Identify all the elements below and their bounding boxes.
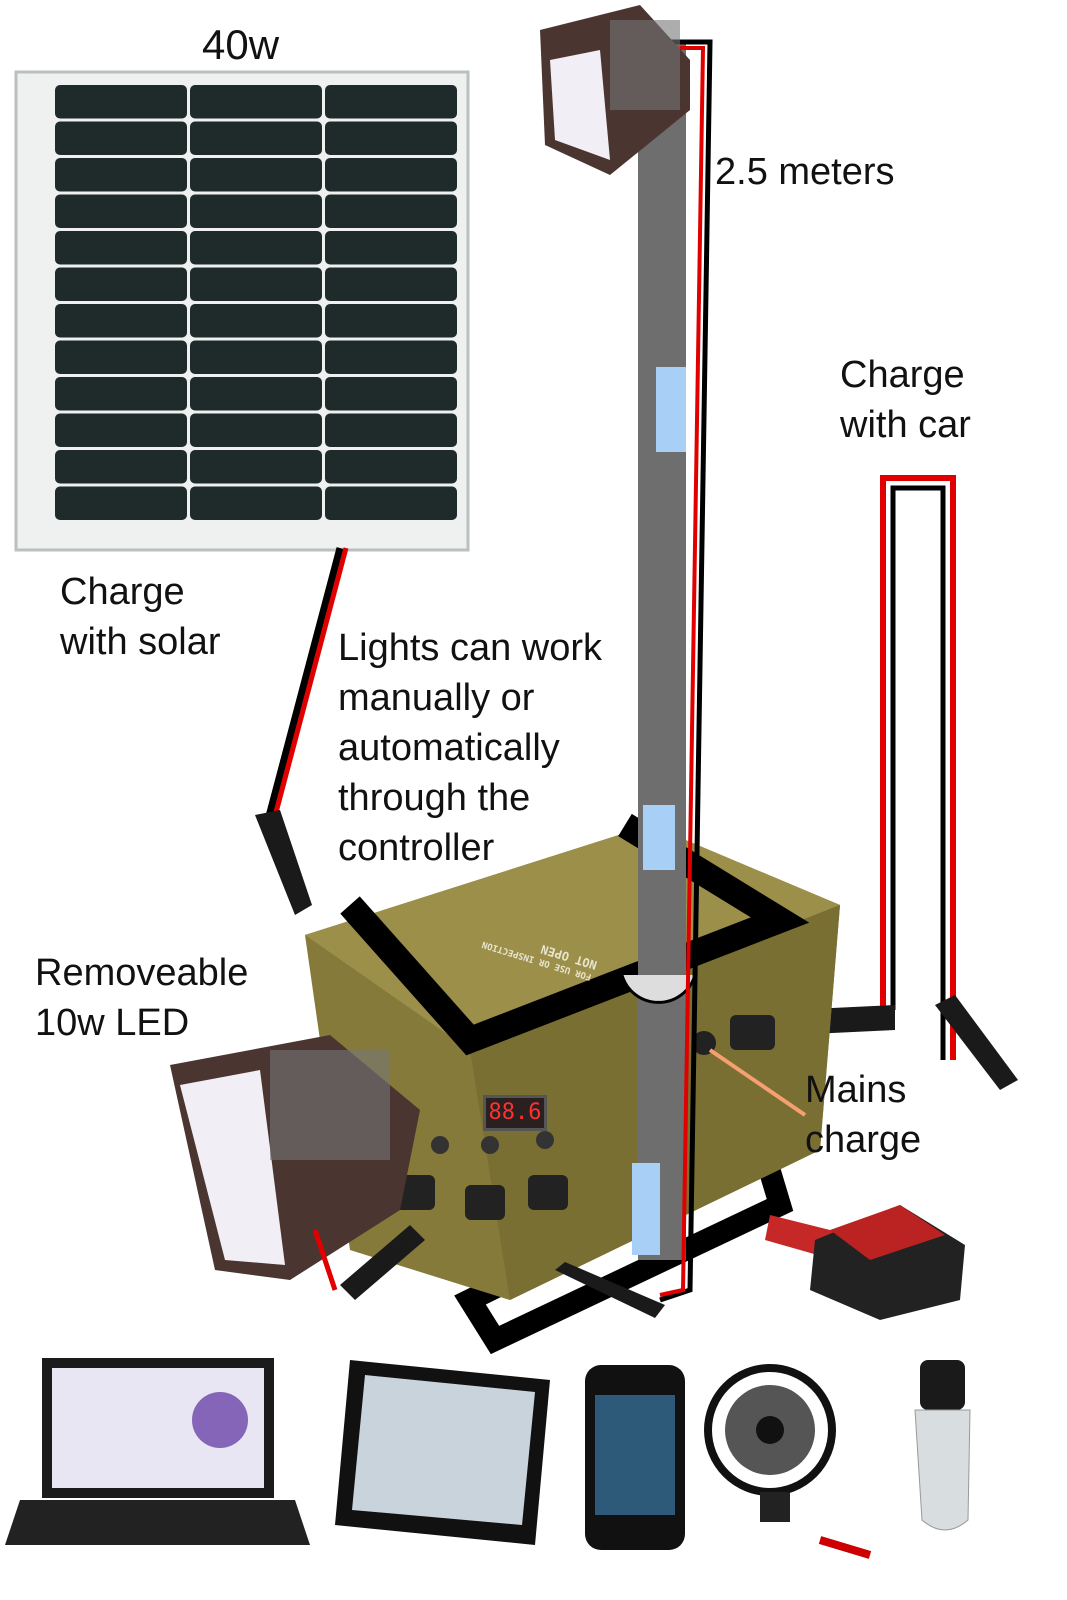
lamp-plug (340, 1225, 425, 1300)
solar-cell (325, 121, 457, 155)
laptop (5, 1358, 310, 1545)
solar-cell (190, 267, 322, 301)
solar-cell (55, 121, 187, 155)
car-plug-right (935, 995, 1018, 1090)
solar-cell (325, 158, 457, 192)
solar-cell (55, 486, 187, 520)
solar-panel (14, 70, 470, 552)
solar-cell (55, 231, 187, 265)
mains-charge-line: Mains (805, 1069, 907, 1111)
top-led-lamp (540, 5, 690, 175)
solar-cell (325, 377, 457, 411)
solar-cell (55, 377, 187, 411)
solar-cell (55, 194, 187, 228)
solar-cell (325, 450, 457, 484)
removable-led-lamp (170, 1035, 425, 1300)
solar-plug (255, 810, 312, 915)
car-charge-wire (880, 475, 956, 1060)
solar-cell (55, 304, 187, 338)
pole-wire-red (659, 46, 706, 1297)
solar-cell (190, 304, 322, 338)
led-lamp (914, 1360, 971, 1531)
solar-cell (325, 413, 457, 447)
solar-charge-label: Charge with solar (60, 567, 221, 667)
panel-power-label: 40w (202, 21, 280, 68)
solar-charge-line: Charge (60, 571, 185, 613)
controller-note-line: manually or (338, 677, 535, 719)
pole-plug (555, 1262, 665, 1318)
solar-cell (325, 231, 457, 265)
solar-cell (325, 85, 457, 119)
mains-charge-line: charge (805, 1119, 922, 1161)
mains-pointer (708, 1048, 807, 1117)
voltage-display: 88.6 (483, 1095, 547, 1131)
solar-cell (190, 231, 322, 265)
solar-cell (325, 486, 457, 520)
mains-charge-label: Mains charge (805, 1065, 921, 1165)
solar-cell (325, 340, 457, 374)
controller-note-line: Lights can work (338, 627, 603, 669)
solar-cell (325, 267, 457, 301)
solar-cell (190, 158, 322, 192)
solar-cell (190, 486, 322, 520)
solar-cell (325, 304, 457, 338)
controller-note-line: automatically (338, 727, 560, 769)
removable-led-line: 10w LED (35, 1002, 190, 1044)
solar-cell (55, 340, 187, 374)
solar-wire (264, 547, 344, 821)
car-charge-label: Charge with car (840, 350, 971, 450)
solar-cell (55, 267, 187, 301)
solar-cell (190, 194, 322, 228)
solar-cell (190, 377, 322, 411)
controller-note: Lights can work manually or automaticall… (338, 623, 602, 873)
removable-led-line: Removeable (35, 952, 249, 994)
solar-cell (55, 85, 187, 119)
car-fan (704, 1364, 872, 1559)
pole-height-label: 2.5 meters (715, 151, 895, 193)
solar-cell (55, 413, 187, 447)
solar-cell (55, 450, 187, 484)
controller-note-line: controller (338, 827, 495, 869)
solar-cell (190, 450, 322, 484)
pole-wire-black (659, 39, 713, 1303)
controller-note-line: through the (338, 777, 531, 819)
solar-cell (190, 413, 322, 447)
solar-cell (325, 194, 457, 228)
solar-cell (190, 121, 322, 155)
solar-cell (190, 340, 322, 374)
car-inverter (765, 1205, 965, 1320)
light-pole (555, 39, 713, 1318)
solar-cell (55, 158, 187, 192)
car-charge-line: with car (840, 404, 971, 446)
car-charge-line: Charge (840, 354, 965, 396)
removable-led-label: Removeable 10w LED (35, 948, 248, 1048)
solar-charge-line: with solar (60, 621, 221, 663)
smartphone (585, 1365, 685, 1550)
solar-cell (190, 85, 322, 119)
tablet (335, 1360, 550, 1545)
